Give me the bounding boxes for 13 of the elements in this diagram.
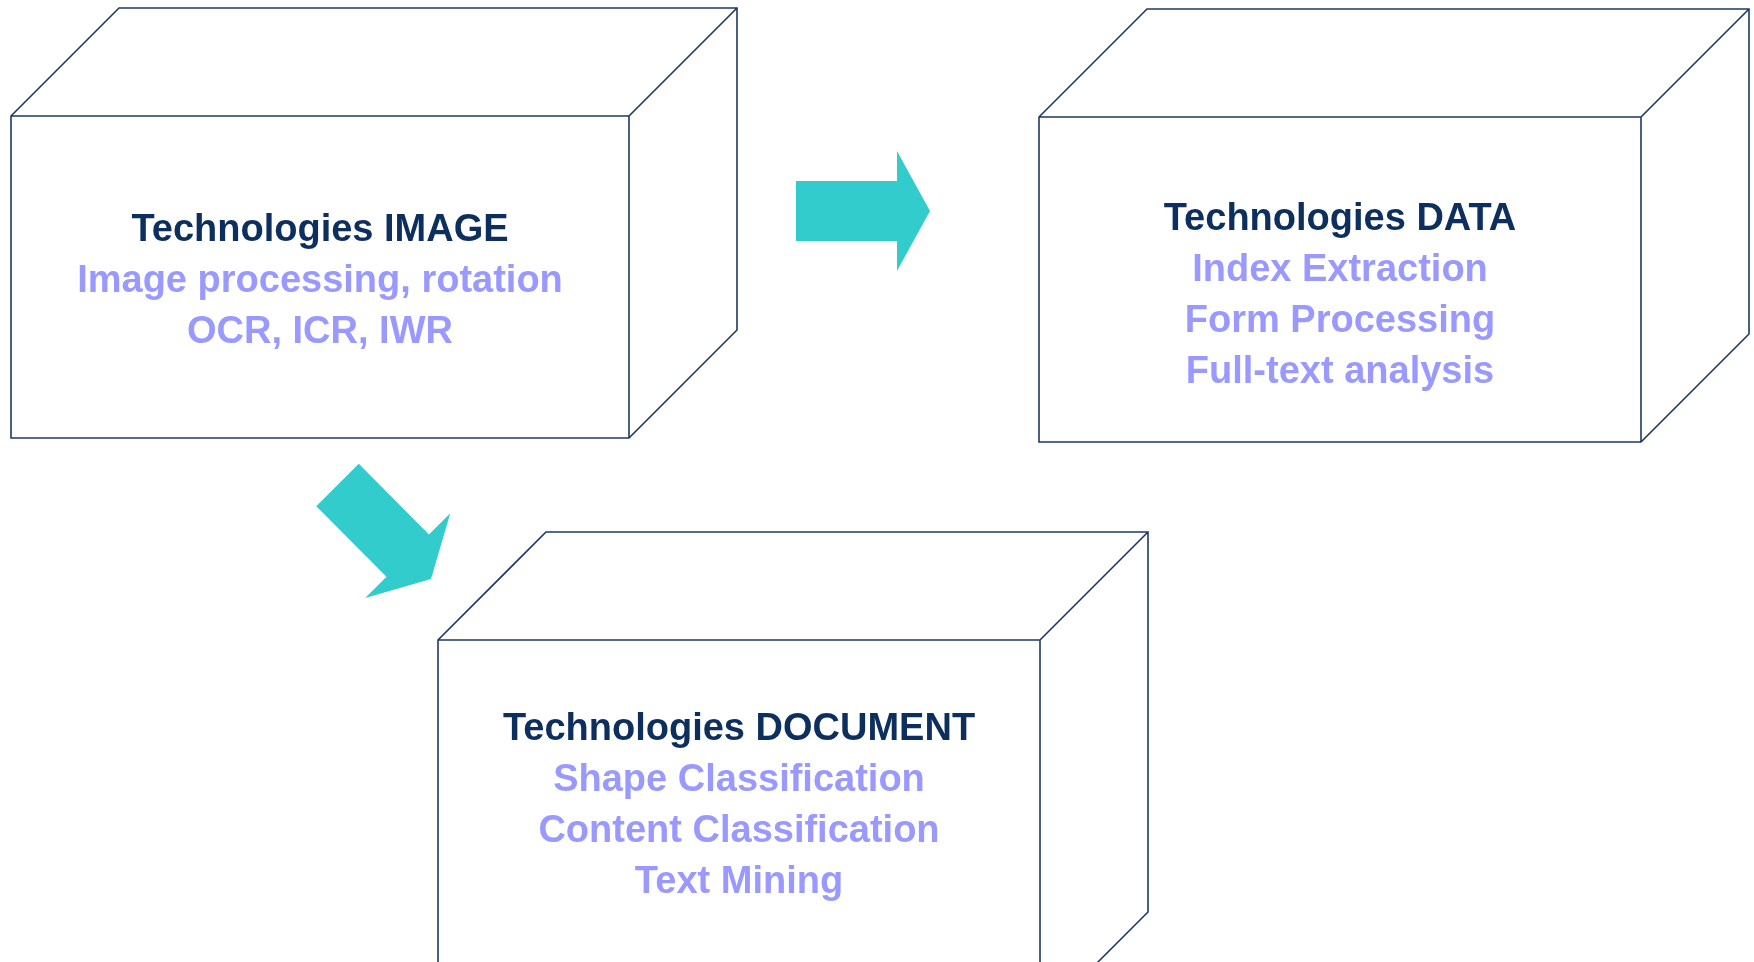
technology-item: Form Processing: [1184, 297, 1496, 342]
technology-item: Index Extraction: [1192, 246, 1488, 291]
block-arrow: [316, 463, 451, 598]
box-heading: Technologies DATA: [1163, 195, 1517, 240]
box-heading: Technologies IMAGE: [131, 206, 509, 251]
technology-item: Image processing, rotation: [77, 257, 563, 302]
technology-item: Full-text analysis: [1185, 348, 1495, 393]
technology-item: OCR, ICR, IWR: [187, 308, 453, 353]
box-heading: Technologies DOCUMENT: [502, 705, 976, 750]
technology-item: Text Mining: [634, 858, 844, 903]
technology-item: Content Classification: [538, 807, 940, 852]
block-arrow: [796, 151, 930, 271]
technology-item: Shape Classification: [553, 756, 925, 801]
